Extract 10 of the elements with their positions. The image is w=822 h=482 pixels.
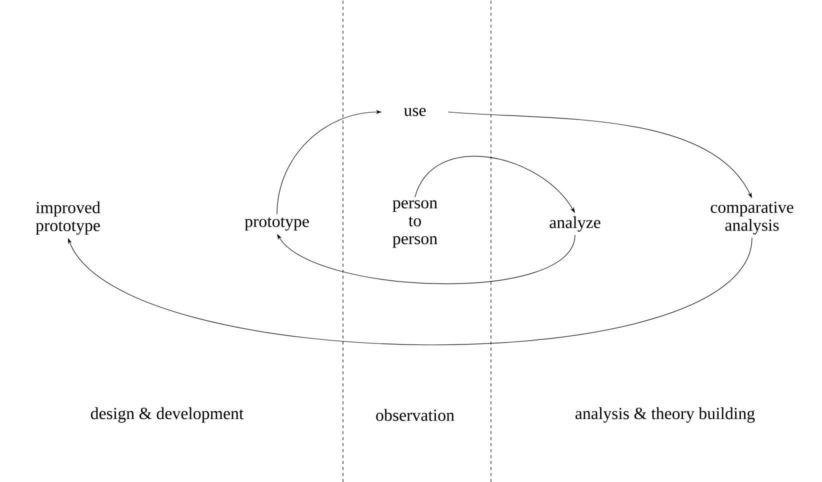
node-label: prototype — [244, 217, 309, 231]
section-label: design & development — [90, 407, 244, 423]
node-label: person to person — [392, 200, 438, 248]
section-label: observation — [376, 409, 454, 421]
node-label: improved prototype — [36, 201, 100, 235]
node-label: comparative analysis — [710, 202, 794, 234]
section-label: analysis & theory building — [576, 407, 755, 423]
node-label: use — [404, 108, 426, 116]
node-label: analyze — [550, 216, 600, 232]
arrow — [68, 237, 752, 346]
